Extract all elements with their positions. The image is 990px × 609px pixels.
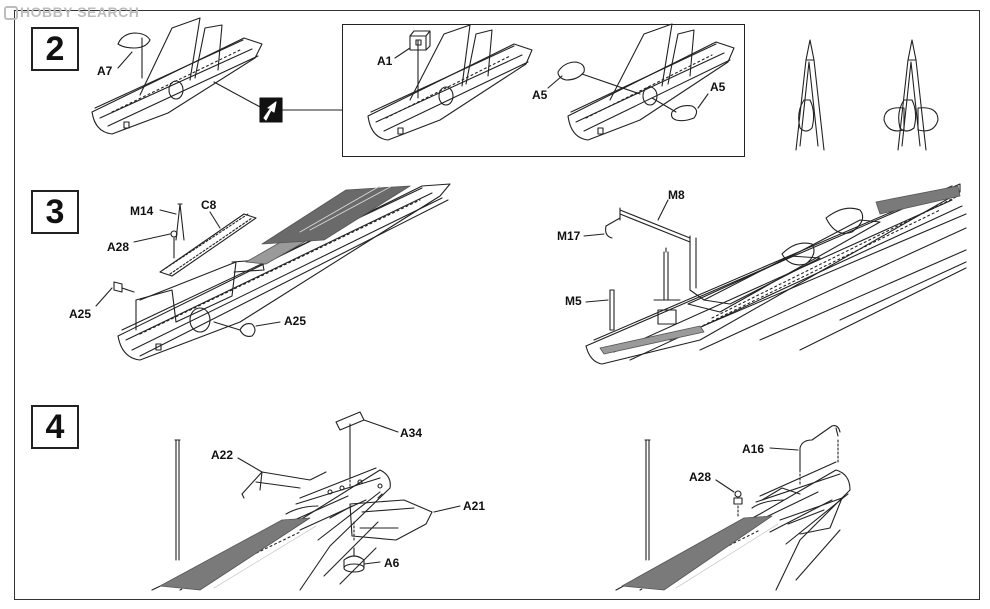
- part-m8: [620, 208, 704, 300]
- label-a21: A21: [463, 499, 486, 513]
- step-3-hull-right: [586, 184, 966, 364]
- part-a28-step4: [734, 491, 742, 518]
- antenna-mast-step4-right: [645, 440, 650, 560]
- label-m8: M8: [668, 188, 685, 202]
- leader-a25-left: [96, 288, 112, 306]
- front-view-with-planes: [884, 40, 938, 150]
- label-a16: A16: [742, 442, 765, 456]
- step-4-number: 4: [31, 405, 79, 449]
- leader-a34: [364, 420, 398, 432]
- label-a25-right: A25: [284, 314, 307, 328]
- label-a5-right: A5: [710, 80, 726, 94]
- label-a1: A1: [377, 54, 393, 68]
- leader-a28-step4: [716, 480, 734, 492]
- step-2-hull-left: [92, 18, 262, 134]
- part-a16: [800, 426, 840, 484]
- leader-c8: [210, 212, 220, 228]
- label-a34: A34: [400, 426, 423, 440]
- callout-arrows-icon: [260, 98, 282, 122]
- leader-a1: [395, 48, 410, 58]
- antenna-mast-step3: [654, 248, 680, 324]
- label-m5: M5: [565, 294, 582, 308]
- leader-a22: [238, 458, 262, 472]
- part-a25-right: [214, 322, 255, 336]
- leader-m17: [584, 234, 604, 236]
- label-a28-step3: A28: [107, 240, 130, 254]
- hobby-search-watermark: HOBBY SEARCH: [4, 4, 139, 20]
- front-view-plain: [796, 40, 824, 150]
- label-a5-left: A5: [532, 88, 548, 102]
- hobby-search-logo-icon: [4, 6, 18, 20]
- part-a22: [242, 472, 326, 498]
- label-a28-step4: A28: [689, 470, 712, 484]
- label-c8: C8: [201, 198, 217, 212]
- leader-m8: [658, 200, 668, 220]
- part-a25-left: [114, 282, 134, 292]
- step-2-number: 2: [31, 27, 79, 71]
- label-m14: M14: [130, 204, 154, 218]
- part-a5-left: [558, 62, 640, 94]
- deck-grating-step3-right: [600, 186, 960, 354]
- step-3-number: 3: [31, 190, 79, 234]
- leader-a7: [118, 52, 132, 68]
- label-a22: A22: [211, 448, 234, 462]
- watermark-text: HOBBY SEARCH: [20, 4, 140, 20]
- part-a34: [336, 412, 364, 488]
- part-a6: [344, 520, 364, 572]
- leader-a5-right: [698, 94, 708, 108]
- deck-grating-step3: [246, 186, 410, 264]
- leader-m14: [160, 210, 176, 214]
- part-a7: [118, 33, 150, 48]
- antenna-mast-step4-left: [175, 440, 180, 560]
- leader-to-callout-icon: [214, 82, 262, 108]
- leader-a16: [770, 448, 798, 450]
- leader-a21-arrow: [330, 494, 382, 518]
- part-m5: [610, 290, 614, 330]
- part-m17: [606, 218, 620, 238]
- part-c8: [160, 214, 256, 276]
- leader-a25-right: [256, 322, 280, 326]
- leader-a5-left: [548, 76, 562, 88]
- leader-a6: [364, 562, 380, 564]
- leader-a21: [434, 506, 460, 512]
- step-3-hull-left: [118, 184, 450, 360]
- part-m14: [176, 204, 184, 240]
- label-a25-left: A25: [69, 307, 92, 321]
- leader-a28-step3: [134, 234, 170, 242]
- deck-grating-step4-right: [622, 516, 778, 590]
- part-a28-step3: [171, 231, 177, 258]
- step-2-hull-detail-a1: [368, 25, 532, 140]
- rail-step4-right: [762, 488, 842, 534]
- part-a1: [410, 31, 430, 50]
- step-2-detail-box: [342, 24, 745, 157]
- label-m17: M17: [557, 229, 581, 243]
- label-a6: A6: [384, 556, 400, 570]
- deck-grating-step4-left: [160, 518, 316, 590]
- part-a5-right: [652, 98, 697, 121]
- step-2-hull-detail-a5: [568, 24, 734, 140]
- label-a7: A7: [97, 64, 113, 78]
- step-4-hull-right: [616, 462, 850, 590]
- instruction-sheet-frame: [14, 10, 980, 600]
- leader-m5: [586, 300, 608, 302]
- part-a21: [350, 500, 432, 540]
